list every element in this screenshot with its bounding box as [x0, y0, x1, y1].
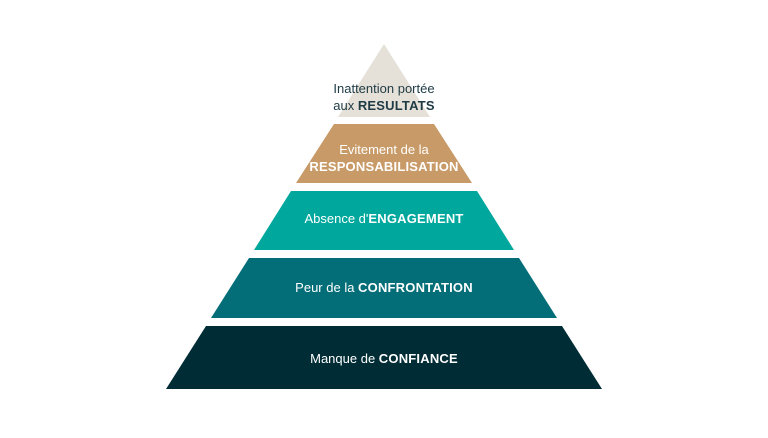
level-3-text: Absence d' — [304, 211, 369, 226]
pyramid-level-2-shape — [296, 124, 472, 183]
level-5-text: Manque de — [310, 351, 379, 366]
level-4-keyword: CONFRONTATION — [358, 280, 473, 295]
level-1-line-2: aux RESULTATS — [0, 97, 768, 114]
pyramid-level-3-label: Absence d'ENGAGEMENT — [0, 210, 768, 227]
level-2-text: Evitement de la — [339, 142, 429, 157]
level-1-text: Inattention portée — [333, 81, 435, 96]
level-1-keyword: RESULTATS — [357, 98, 435, 113]
pyramid-level-3-shape — [254, 191, 514, 250]
pyramid-level-5-shape — [166, 326, 602, 389]
pyramid-level-4-label: Peur de la CONFRONTATION — [0, 279, 768, 296]
level-2-line-2: RESPONSABILISATION — [0, 158, 768, 175]
level-5-keyword: CONFIANCE — [378, 351, 458, 366]
pyramid-level-4-shape — [211, 258, 557, 318]
pyramid-level-2-label: Evitement de la RESPONSABILISATION — [0, 141, 768, 175]
pyramid-level-1-label: Inattention portée aux RESULTATS — [0, 80, 768, 114]
level-1-line-1: Inattention portée — [0, 80, 768, 97]
pyramid-level-1-shape — [338, 44, 430, 117]
level-1-prefix: aux — [333, 98, 358, 113]
level-3-keyword: ENGAGEMENT — [368, 211, 464, 226]
pyramid-level-5-label: Manque de CONFIANCE — [0, 350, 768, 367]
level-4-text: Peur de la — [295, 280, 359, 295]
level-2-line-1: Evitement de la — [0, 141, 768, 158]
level-2-keyword: RESPONSABILISATION — [309, 159, 459, 174]
